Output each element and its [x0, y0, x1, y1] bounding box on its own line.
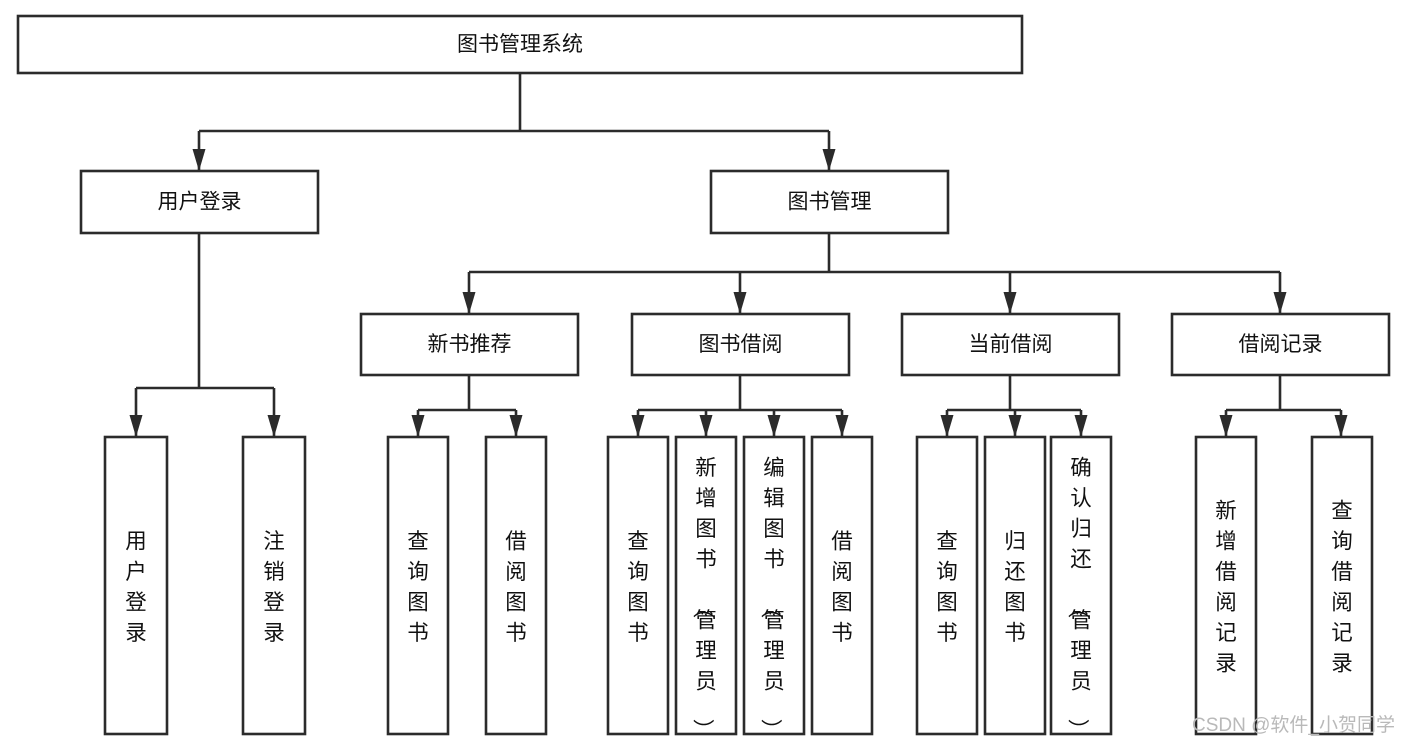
node-box-leaf-query-book-current[interactable]: [915, 435, 979, 736]
arrow-head-2: [767, 415, 781, 437]
node-label-leaf-query-book-borrow: 查询图书: [627, 529, 649, 645]
connector-group-book-management-to-level3: [462, 233, 1287, 314]
node-user-login[interactable]: 用户登录: [79, 169, 320, 235]
node-label-leaf-query-book-current: 查询图书: [936, 529, 958, 645]
arrow-head-0: [192, 149, 206, 171]
node-box-leaf-user-login[interactable]: [103, 435, 169, 736]
connector-group-user-login-to-leaves: [129, 233, 281, 437]
arrow-head-1: [509, 415, 523, 437]
node-leaf-query-book-recommend[interactable]: 查询图书: [386, 435, 450, 736]
node-leaf-query-book-borrow[interactable]: 查询图书: [606, 435, 670, 736]
node-label-leaf-confirm-return-admin: 确认归还（管理员）: [1065, 456, 1092, 741]
node-label-book-management: 图书管理: [788, 191, 872, 214]
node-leaf-add-borrow-record[interactable]: 新增借阅记录: [1194, 435, 1258, 736]
connector-group-current-borrow-to-leaves: [940, 375, 1088, 437]
node-box-leaf-confirm-return-admin[interactable]: [1049, 435, 1113, 736]
node-leaf-add-book-admin[interactable]: 新增图书（管理员）: [674, 435, 738, 741]
node-box-book-borrow[interactable]: [630, 312, 851, 377]
arrow-head-0: [1219, 415, 1233, 437]
node-label-leaf-borrow-book-recommend: 借阅图书: [505, 529, 527, 645]
node-layer: 图书管理系统用户登录图书管理新书推荐图书借阅当前借阅借阅记录用户登录注销登录查询…: [16, 14, 1391, 741]
node-box-new-book-recommend[interactable]: [359, 312, 580, 377]
node-current-borrow[interactable]: 当前借阅: [900, 312, 1121, 377]
arrow-head-0: [462, 292, 476, 314]
node-label-leaf-query-book-recommend: 查询图书: [407, 529, 429, 645]
node-new-book-recommend[interactable]: 新书推荐: [359, 312, 580, 377]
connector-group-borrow-records-to-leaves: [1219, 375, 1348, 437]
node-leaf-user-login[interactable]: 用户登录: [103, 435, 169, 736]
node-box-leaf-query-borrow-record[interactable]: [1310, 435, 1374, 736]
node-label-leaf-edit-book-admin: 编辑图书（管理员）: [758, 456, 785, 741]
arrow-head-0: [129, 415, 143, 437]
connector-layer: [129, 73, 1348, 437]
node-label-current-borrow: 当前借阅: [969, 333, 1053, 356]
node-label-leaf-return-book: 归还图书: [1004, 529, 1026, 645]
connector-group-book-borrow-to-leaves: [631, 375, 849, 437]
node-leaf-return-book[interactable]: 归还图书: [983, 435, 1047, 736]
node-box-leaf-query-book-recommend[interactable]: [386, 435, 450, 736]
arrow-head-2: [1003, 292, 1017, 314]
node-label-leaf-query-borrow-record: 查询借阅记录: [1331, 499, 1353, 676]
node-box-leaf-borrow-book-recommend[interactable]: [484, 435, 548, 736]
arrow-head-1: [699, 415, 713, 437]
arrow-head-0: [411, 415, 425, 437]
node-box-leaf-logout-login[interactable]: [241, 435, 307, 736]
node-leaf-query-borrow-record[interactable]: 查询借阅记录: [1310, 435, 1374, 736]
arrow-head-2: [1074, 415, 1088, 437]
node-leaf-query-book-current[interactable]: 查询图书: [915, 435, 979, 736]
node-label-leaf-user-login: 用户登录: [125, 529, 147, 645]
node-box-user-login[interactable]: [79, 169, 320, 235]
node-leaf-edit-book-admin[interactable]: 编辑图书（管理员）: [742, 435, 806, 741]
node-box-leaf-return-book[interactable]: [983, 435, 1047, 736]
arrow-head-1: [267, 415, 281, 437]
arrow-head-1: [733, 292, 747, 314]
node-label-leaf-add-book-admin: 新增图书（管理员）: [690, 456, 717, 741]
node-leaf-confirm-return-admin[interactable]: 确认归还（管理员）: [1049, 435, 1113, 741]
node-book-management[interactable]: 图书管理: [709, 169, 950, 235]
node-box-book-management[interactable]: [709, 169, 950, 235]
node-book-borrow[interactable]: 图书借阅: [630, 312, 851, 377]
arrow-head-0: [631, 415, 645, 437]
connector-group-root-to-level2: [192, 73, 836, 171]
arrow-head-0: [940, 415, 954, 437]
arrow-head-1: [822, 149, 836, 171]
arrow-head-1: [1334, 415, 1348, 437]
node-label-leaf-borrow-book: 借阅图书: [831, 529, 853, 645]
node-box-leaf-add-book-admin[interactable]: [674, 435, 738, 736]
node-root[interactable]: 图书管理系统: [16, 14, 1024, 75]
node-label-leaf-add-borrow-record: 新增借阅记录: [1215, 499, 1237, 676]
node-label-user-login: 用户登录: [158, 191, 242, 214]
node-leaf-borrow-book-recommend[interactable]: 借阅图书: [484, 435, 548, 736]
watermark-label: CSDN @软件_小贺同学: [1192, 714, 1395, 736]
node-borrow-records[interactable]: 借阅记录: [1170, 312, 1391, 377]
node-box-current-borrow[interactable]: [900, 312, 1121, 377]
node-label-new-book-recommend: 新书推荐: [428, 333, 512, 356]
connector-group-new-book-recommend-to-leaves: [411, 375, 523, 437]
node-leaf-logout-login[interactable]: 注销登录: [241, 435, 307, 736]
node-box-root[interactable]: [16, 14, 1024, 75]
node-box-leaf-borrow-book[interactable]: [810, 435, 874, 736]
arrow-head-1: [1008, 415, 1022, 437]
arrow-head-3: [835, 415, 849, 437]
node-label-leaf-logout-login: 注销登录: [263, 529, 285, 645]
node-box-leaf-query-book-borrow[interactable]: [606, 435, 670, 736]
node-box-leaf-edit-book-admin[interactable]: [742, 435, 806, 736]
node-leaf-borrow-book[interactable]: 借阅图书: [810, 435, 874, 736]
node-box-borrow-records[interactable]: [1170, 312, 1391, 377]
arrow-head-3: [1273, 292, 1287, 314]
node-box-leaf-add-borrow-record[interactable]: [1194, 435, 1258, 736]
node-label-borrow-records: 借阅记录: [1239, 333, 1323, 356]
node-label-book-borrow: 图书借阅: [699, 333, 783, 356]
node-label-root: 图书管理系统: [457, 33, 583, 56]
